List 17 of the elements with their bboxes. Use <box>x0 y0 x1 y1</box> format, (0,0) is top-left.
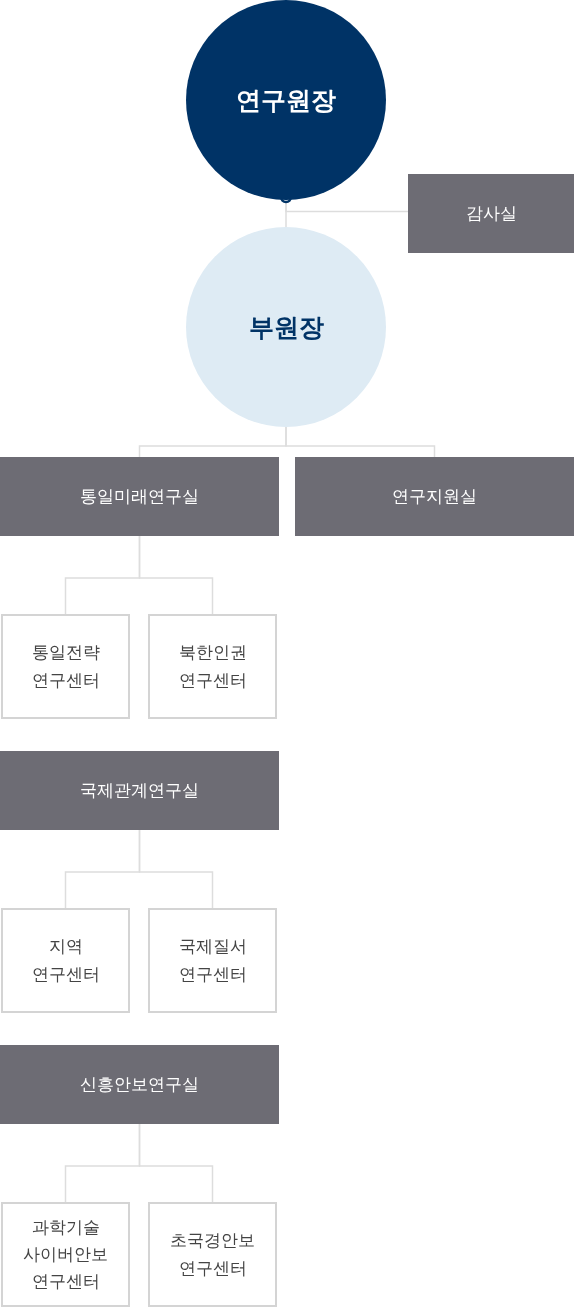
circle-node: 부원장 <box>186 227 386 427</box>
center-box: 국제질서 연구센터 <box>148 908 277 1013</box>
department-box: 통일미래연구실 <box>0 457 279 536</box>
center-box: 지역 연구센터 <box>1 908 130 1013</box>
department-box: 국제관계연구실 <box>0 751 279 830</box>
center-box: 북한인권 연구센터 <box>148 614 277 719</box>
connector-line <box>138 535 214 615</box>
connector-line <box>138 829 214 909</box>
department-box: 연구지원실 <box>295 457 574 536</box>
center-box: 과학기술 사이버안보 연구센터 <box>1 1202 130 1307</box>
department-box: 신흥안보연구실 <box>0 1045 279 1124</box>
center-box: 통일전략 연구센터 <box>1 614 130 719</box>
connector-line <box>138 1123 214 1203</box>
circle-node: 연구원장 <box>186 0 386 200</box>
connector-line <box>285 426 436 458</box>
center-box: 초국경안보 연구센터 <box>148 1202 277 1307</box>
office-box: 감사실 <box>408 174 574 253</box>
